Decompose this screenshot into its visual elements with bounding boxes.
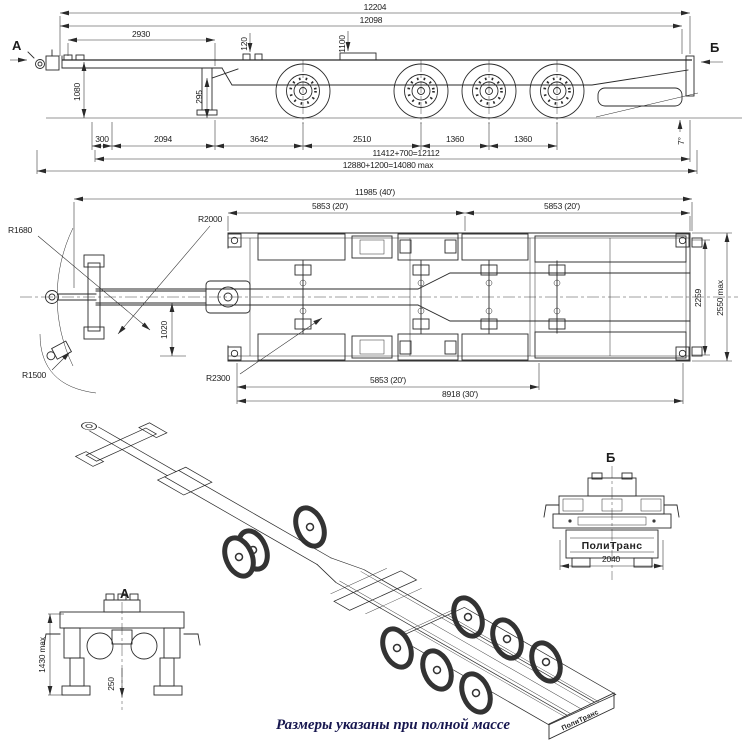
dim-20ft-bottom: 5853 (20') — [370, 375, 406, 385]
dim-frame-length: 12098 — [360, 15, 383, 25]
dim-2094: 2094 — [154, 134, 173, 144]
side-top-dims: 12204 12098 2930 120 1100 — [59, 2, 691, 66]
iso-frame — [74, 421, 617, 726]
dim-1430: 1430 max — [37, 636, 47, 673]
plan-frame — [95, 232, 703, 362]
plan-drawbar — [45, 254, 251, 361]
rear-platform — [534, 261, 687, 333]
iso-view: ПолиТранс — [74, 421, 617, 740]
swing-arcs: R1680 R2000 R1500 R2300 — [8, 214, 323, 394]
dim-20ft-right: 5853 (20') — [544, 201, 580, 211]
dim-2550: 2550 max — [715, 279, 725, 316]
rear-view-label: Б — [606, 450, 615, 465]
radius-r1500: R1500 — [22, 370, 47, 380]
rear-bumper-brand: ПолиТранс — [582, 540, 643, 552]
dim-1100: 1100 — [337, 35, 347, 53]
front-view-label: А — [120, 586, 130, 601]
side-view: А Б — [10, 2, 742, 174]
plan-view: R1680 R2000 R1500 R2300 — [8, 187, 738, 404]
dim-1020: 1020 — [159, 320, 169, 339]
dim-1360-a: 1360 — [446, 134, 465, 144]
side-height-dims: 1080 295 — [72, 62, 210, 118]
front-dims: 1430 max 250 — [37, 613, 125, 697]
dim-angle: 7° — [676, 137, 686, 145]
dim-2040: 2040 — [602, 554, 621, 564]
dim-2259: 2259 — [693, 288, 703, 307]
dim-30ft: 8918 (30') — [442, 389, 478, 399]
dim-2510: 2510 — [353, 134, 372, 144]
dim-250: 250 — [106, 677, 116, 691]
rear-dims: 2040 — [559, 540, 664, 570]
radius-r2300: R2300 — [206, 373, 231, 383]
iso-bumper-brand: ПолиТранс — [561, 709, 600, 732]
dim-leg-travel: 295 — [194, 90, 204, 104]
side-wheels — [274, 62, 586, 120]
dim-120: 120 — [239, 37, 249, 51]
departure-angle-line — [595, 92, 699, 118]
dim-neck-height: 1080 — [72, 82, 82, 101]
front-body — [43, 593, 201, 696]
dim-front-overhang: 2930 — [132, 29, 151, 39]
side-frame — [27, 49, 742, 119]
rear-body: ПолиТранс — [543, 472, 680, 568]
drawbar-coupling — [27, 49, 60, 71]
section-label-b: Б — [710, 40, 719, 55]
swung-coupler — [46, 340, 73, 361]
dim-overall-length: 12204 — [364, 2, 387, 12]
front-view: А 1430 max 250 — [37, 586, 201, 710]
dim-sum-12112: 11412+700=12112 — [372, 148, 440, 158]
plan-dims: 11985 (40') 5853 (20') 5853 (20') 2259 2… — [73, 187, 732, 404]
dim-300: 300 — [95, 134, 109, 144]
section-label-a: А — [12, 38, 22, 53]
radius-r1680: R1680 — [8, 225, 33, 235]
radius-r2000: R2000 — [198, 214, 223, 224]
side-bottom-dims: 300 2094 3642 2510 1360 1360 11412+700=1… — [36, 92, 699, 174]
dim-3642: 3642 — [250, 134, 269, 144]
rear-view: Б ПолиТранс 2040 — [543, 450, 680, 580]
dim-40ft: 11985 (40') — [355, 187, 395, 197]
dim-sum-14080: 12880+1200=14080 max — [343, 160, 434, 170]
axle-centerlines — [302, 60, 558, 124]
dim-1360-b: 1360 — [514, 134, 533, 144]
caption: Размеры указаны при полной массе — [276, 717, 510, 733]
dim-20ft-left: 5853 (20') — [312, 201, 348, 211]
